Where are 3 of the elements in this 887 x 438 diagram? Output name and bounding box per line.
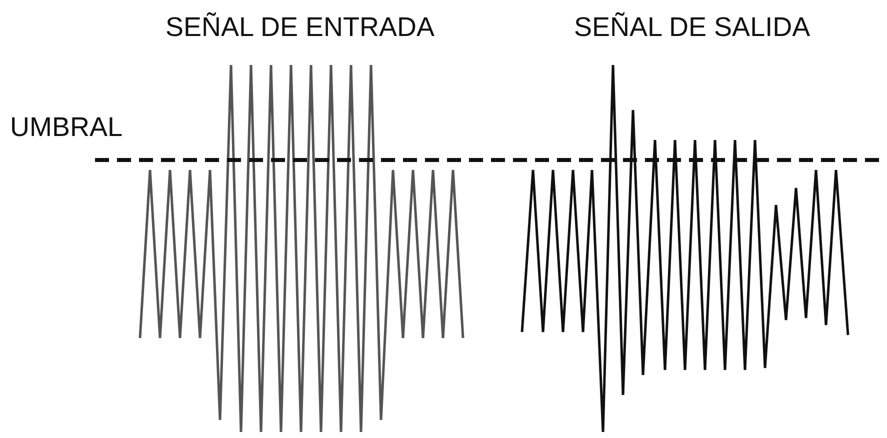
signal-title: SEÑAL DE SALIDA bbox=[574, 14, 810, 41]
threshold-label: UMBRAL bbox=[10, 114, 123, 141]
signal-title: SEÑAL DE ENTRADA bbox=[166, 14, 435, 41]
